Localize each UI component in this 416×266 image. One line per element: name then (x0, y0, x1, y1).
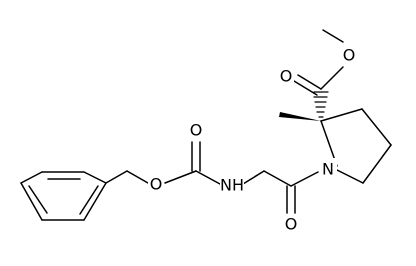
atom-labels: O O NH O N O O (148, 45, 357, 234)
ester-methoxy-oxygen-label: O (343, 46, 356, 65)
carbamate-chain (105, 141, 319, 214)
carboxylate-hash-bond (313, 91, 329, 118)
benzene-ring (20, 171, 107, 221)
bond (290, 171, 319, 187)
aromatic-inner-bond (28, 185, 48, 214)
bond (320, 108, 363, 122)
methyl-ester (293, 29, 344, 96)
bond (195, 170, 221, 185)
carbamate-ester-oxygen-label: O (150, 175, 163, 194)
bond (242, 170, 265, 185)
pyrrolidine-nitrogen-label: N (322, 160, 334, 179)
bond (20, 182, 43, 221)
bond (126, 170, 149, 184)
bond (263, 170, 292, 187)
double-bond (297, 74, 322, 90)
bond (20, 171, 43, 184)
double-bond (293, 80, 318, 96)
bond (322, 29, 344, 43)
bond (320, 66, 344, 90)
bond (336, 169, 364, 184)
bond (105, 170, 128, 184)
bond (83, 171, 107, 184)
ester-carbonyl-oxygen-label: O (280, 67, 293, 86)
amide-nh-label: NH (220, 176, 244, 195)
carbamate-carbonyl-oxygen-label: O (190, 121, 203, 140)
bond (361, 108, 392, 146)
bond (164, 170, 197, 184)
methyl-wedge-bond (279, 112, 321, 121)
bond (83, 182, 107, 221)
bond (362, 144, 392, 184)
amide-carbonyl-oxygen-label: O (285, 215, 298, 234)
aromatic-inner-bond (79, 185, 99, 215)
